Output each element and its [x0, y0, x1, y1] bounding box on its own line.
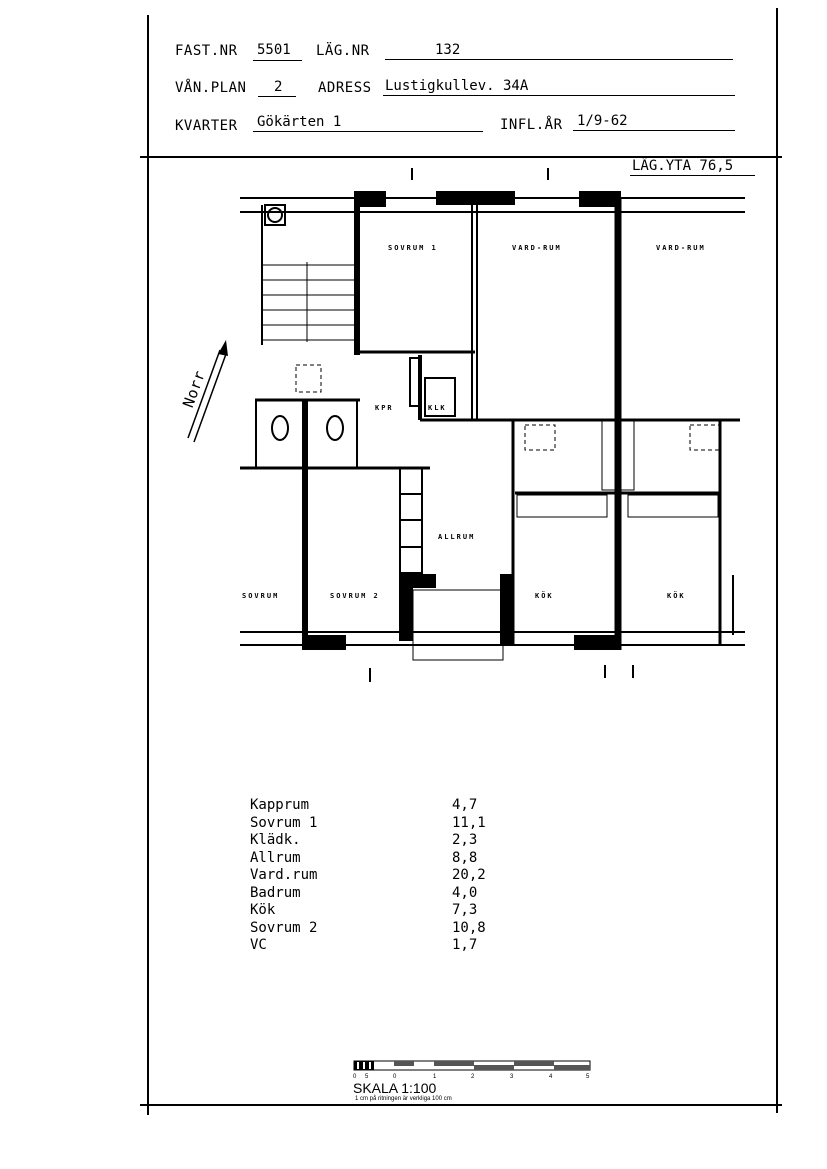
lag-nr-value: 132 [385, 42, 733, 60]
room-label-kok-right: KÖK [667, 591, 686, 600]
room-area: 2,3 [452, 832, 478, 848]
room-name: Kapprum [250, 797, 310, 813]
room-label-sovrum-2: SOVRUM 2 [330, 592, 380, 600]
adress-label: ADRESS [318, 80, 372, 96]
scale-tick: 1 [433, 1074, 437, 1080]
area-row: Klädk. 2,3 [250, 832, 510, 850]
room-name: Klädk. [250, 832, 301, 848]
area-row: Badrum 4,0 [250, 885, 510, 903]
scale-title: SKALA 1:100 [353, 1080, 437, 1096]
area-list: Kapprum 4,7 Sovrum 1 11,1 Klädk. 2,3 Allrum… [250, 797, 510, 955]
room-label-kok-left: KÖK [535, 591, 554, 600]
area-row: VC 1,7 [250, 937, 510, 955]
scale-tick: 0 [393, 1074, 397, 1080]
room-name: Allrum [250, 849, 301, 866]
frame-right-line [776, 8, 778, 1113]
area-row: Kök 7,3 [250, 902, 510, 920]
room-label-vardrum-left: VARD-RUM [512, 244, 562, 252]
area-row: Sovrum 1 11,1 [250, 815, 510, 833]
room-area: 1,7 [452, 937, 478, 953]
room-area: 4,0 [452, 884, 478, 901]
infl-ar-value: 1/9-62 [573, 113, 735, 131]
kvarter-value: Gökärten 1 [253, 114, 483, 132]
area-row: Vard.rum 20,2 [250, 867, 510, 885]
north-arrow-icon [187, 340, 228, 443]
room-name: Sovrum 1 [250, 814, 318, 831]
room-area: 10,8 [452, 919, 486, 936]
room-label-sovrum: SOVRUM [242, 592, 279, 600]
lag-yta: LÄG.YTA 76,5 [630, 158, 755, 176]
room-name: Badrum [250, 884, 301, 901]
room-name: VC [250, 937, 267, 953]
area-row: Allrum 8,8 [250, 850, 510, 868]
scale-tick: 4 [549, 1074, 553, 1080]
room-area: 8,8 [452, 849, 478, 866]
adress-value: Lustigkullev. 34A [383, 78, 735, 96]
scale-tick: 5 [365, 1074, 369, 1080]
room-name: Kök [250, 902, 276, 918]
scale-tick: 5 [586, 1074, 590, 1080]
van-plan-value: 2 [258, 79, 296, 97]
kvarter-label: KVARTER [175, 118, 238, 134]
scale-tick: 2 [471, 1074, 475, 1080]
scale-tick: 0 [353, 1074, 357, 1080]
frame-bottom-line [140, 1104, 782, 1106]
room-name: Vard.rum [250, 867, 318, 883]
room-area: 7,3 [452, 902, 478, 918]
floor-plan-drawing: SOVRUM 1 VARD-RUM VARD-RUM KPR KLK ALLRU… [240, 168, 745, 682]
room-area: 20,2 [452, 867, 486, 883]
room-label-kapprum: KPR [375, 404, 394, 412]
room-area: 11,1 [452, 814, 486, 831]
area-row: Sovrum 2 10,8 [250, 920, 510, 938]
area-row: Kapprum 4,7 [250, 797, 510, 815]
lag-nr-label: LÄG.NR [316, 43, 370, 59]
fast-nr-value: 5501 [253, 42, 302, 61]
room-label-kladk: KLK [428, 404, 447, 412]
frame-left-line [147, 15, 149, 1115]
infl-ar-label: INFL.ÅR [500, 117, 563, 133]
room-area: 4,7 [452, 797, 478, 813]
scale-bar: 0 5 0 1 2 3 4 5 [353, 1060, 591, 1080]
scale-tick: 3 [510, 1074, 514, 1080]
fast-nr-label: FAST.NR [175, 43, 238, 59]
room-label-allrum: ALLRUM [438, 533, 475, 541]
scale-note: 1 cm på ritningen är verkliga 100 cm [355, 1096, 452, 1102]
van-plan-label: VÅN.PLAN [175, 80, 247, 96]
room-label-vardrum-right: VARD-RUM [656, 244, 706, 252]
room-name: Sovrum 2 [250, 919, 318, 936]
header-divider [140, 156, 782, 158]
room-label-sovrum-1: SOVRUM 1 [388, 244, 438, 252]
